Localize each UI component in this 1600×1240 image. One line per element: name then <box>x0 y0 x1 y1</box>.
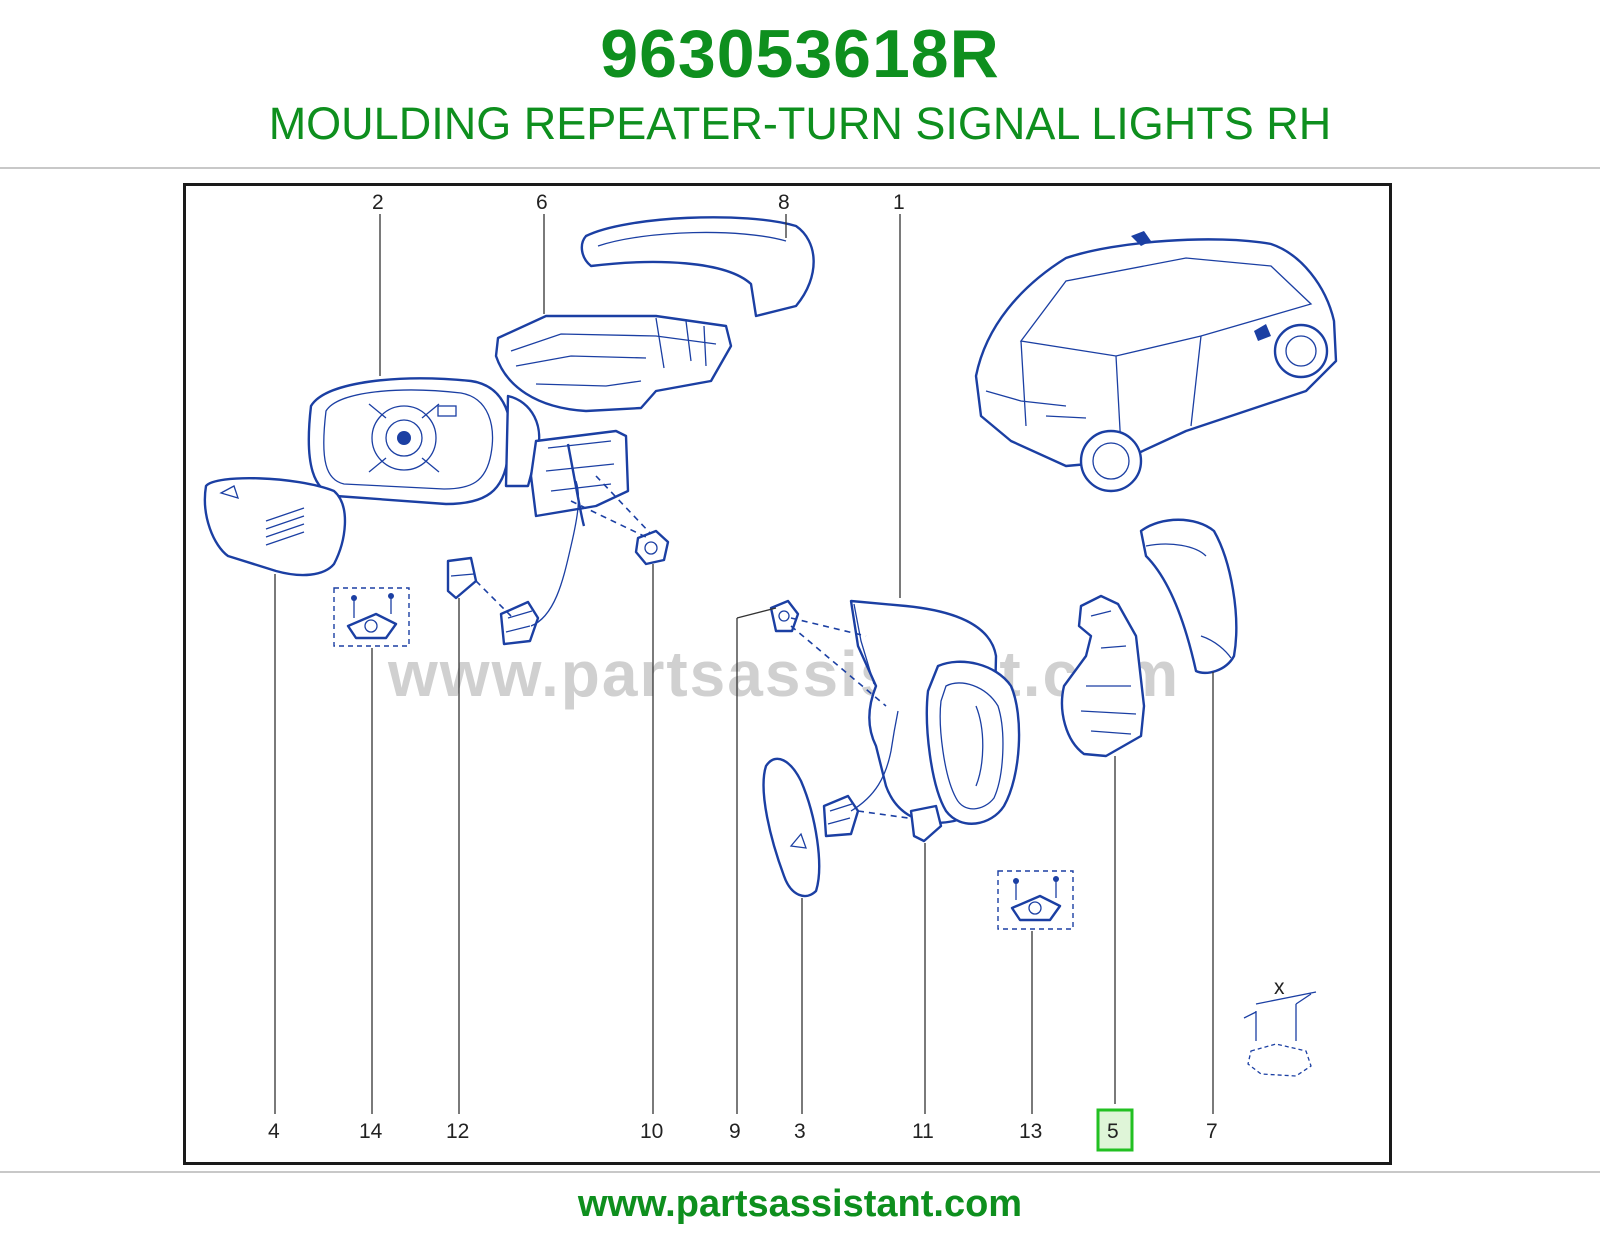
callout-10[interactable]: 10 <box>640 1120 663 1143</box>
motor-screw-kit-left <box>333 587 410 647</box>
leader-lines <box>274 214 1214 1114</box>
callout-8[interactable]: 8 <box>778 191 790 214</box>
mirror-assembly-right <box>849 599 1021 825</box>
callout-5[interactable]: 5 <box>1107 1120 1119 1143</box>
wiring-connector-left <box>499 480 580 646</box>
callout-6[interactable]: 6 <box>536 191 548 214</box>
part-number-title: 963053618R <box>600 16 1000 92</box>
callout-13[interactable]: 13 <box>1019 1120 1042 1143</box>
wiring-connector-right <box>822 710 899 838</box>
callout-3[interactable]: 3 <box>794 1120 806 1143</box>
cable-clip-left <box>446 556 478 600</box>
footer-website-link[interactable]: www.partsassistant.com <box>577 1183 1023 1225</box>
motor-screw-kit-right <box>997 870 1074 930</box>
assembly-guide-left-nut <box>570 475 652 539</box>
mirror-glass-right <box>762 757 821 898</box>
nut-left <box>634 529 670 566</box>
part-name-subtitle: MOULDING REPEATER-TURN SIGNAL LIGHTS RH <box>268 98 1332 149</box>
watermark: www.partsassistant.com <box>387 638 1180 710</box>
grommet-right <box>769 599 800 633</box>
callout-1[interactable]: 1 <box>893 191 905 214</box>
dimension-detail: x <box>1243 976 1317 1077</box>
cable-clip-right <box>909 804 943 843</box>
callout-highlight-box <box>1096 1108 1134 1152</box>
callout-9[interactable]: 9 <box>729 1120 741 1143</box>
assembly-guide-left-clip <box>475 580 512 617</box>
footer-divider <box>0 1171 1600 1173</box>
callout-5-highlighted[interactable]: 5 <box>1096 1108 1134 1152</box>
turn-signal-repeater <box>494 314 733 413</box>
exploded-diagram: www.partsassistant.com <box>203 191 1338 1152</box>
mirror-housing-left <box>307 377 541 506</box>
exploded-diagram-frame: www.partsassistant.com <box>183 183 1392 1165</box>
callout-12[interactable]: 12 <box>446 1120 469 1143</box>
assembly-guide-right-clip <box>857 810 909 819</box>
callout-7[interactable]: 7 <box>1206 1120 1218 1143</box>
header-divider <box>0 167 1600 169</box>
callout-14[interactable]: 14 <box>359 1120 383 1143</box>
mirror-mount-bracket <box>529 429 630 527</box>
assembly-guide-right-grommet <box>790 617 887 707</box>
callout-2[interactable]: 2 <box>372 191 384 214</box>
dimension-label: x <box>1274 976 1285 999</box>
mirror-glass-left <box>203 477 347 577</box>
vehicle-illustration <box>974 231 1338 493</box>
callout-4[interactable]: 4 <box>268 1120 280 1143</box>
callout-11[interactable]: 11 <box>912 1120 934 1143</box>
turn-signal-moulding-right <box>1060 594 1146 758</box>
mirror-cover-top <box>580 216 815 318</box>
mirror-cover-right <box>1139 518 1238 675</box>
